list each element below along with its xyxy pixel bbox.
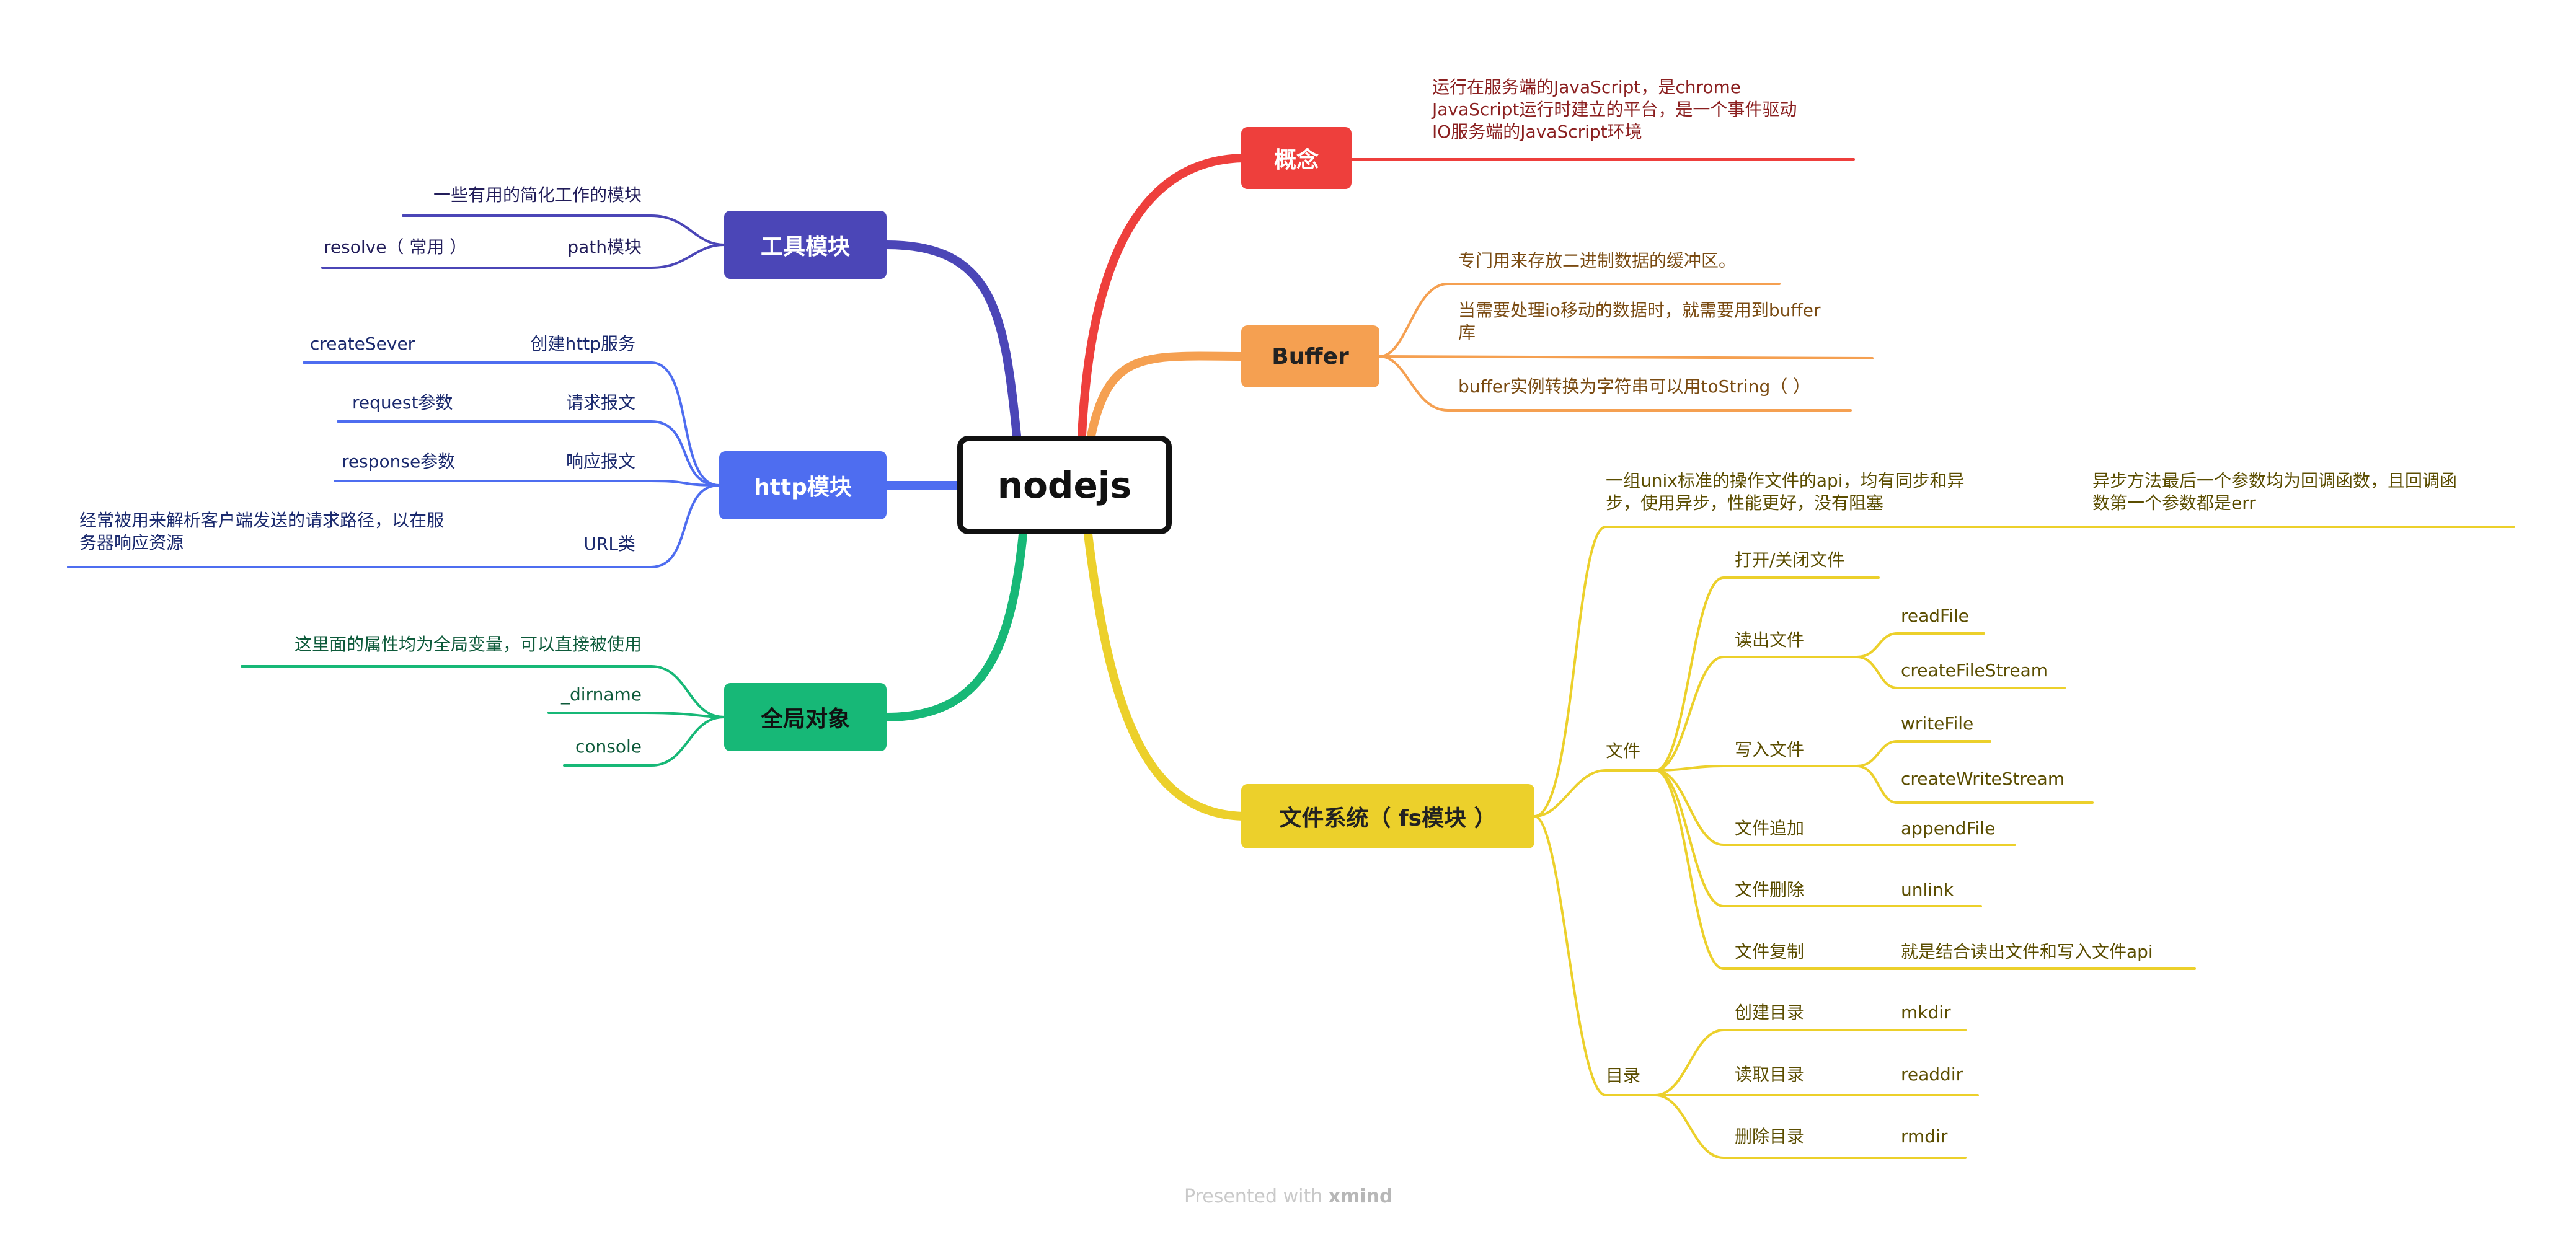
fs-file-item[interactable]: 写入文件 [1735, 739, 1805, 760]
http-item[interactable]: URL类 [583, 534, 635, 554]
http-item[interactable]: 创建http服务 [530, 333, 635, 354]
fs-file-leaf[interactable]: createFileStream [1901, 660, 2048, 681]
text-line: 经常被用来解析客户端发送的请求路径，以在服 [79, 510, 445, 531]
xmind-watermark: Presented with xmind [1184, 1186, 1393, 1207]
buffer-item: buffer实例转换为字符串可以用toString（ ） [1458, 376, 1810, 398]
buffer-item: 专门用来存放二进制数据的缓冲区。 [1458, 250, 1736, 272]
branch-node-buffer[interactable]: Buffer [1241, 325, 1379, 387]
trunk-fs [1084, 530, 1250, 821]
branch-node-fs[interactable]: 文件系统（ fs模块 ） [1241, 784, 1534, 848]
global-item[interactable]: 这里面的属性均为全局变量，可以直接被使用 [294, 634, 642, 654]
text-line: 当需要处理io移动的数据时，就需要用到buffer [1458, 300, 1821, 320]
fs-note: 异步方法最后一个参数均为回调函数，且回调函 数第一个参数都是err [2092, 470, 2457, 514]
text-line: 异步方法最后一个参数均为回调函数，且回调函 [2092, 470, 2458, 491]
http-leaf[interactable]: createSever [310, 333, 415, 354]
fs-file-item[interactable]: 打开/关闭文件 [1735, 550, 1845, 570]
root-node[interactable]: nodejs [957, 436, 1172, 534]
branch-label: http模块 [754, 475, 852, 500]
fs-file-leaf[interactable]: unlink [1901, 879, 1954, 900]
text-line: 务器响应资源 [79, 532, 184, 553]
trunk-global [882, 530, 1027, 721]
branch-label: 概念 [1273, 148, 1319, 173]
text-line: 一组unix标准的操作文件的api，均有同步和异 [1606, 470, 1965, 491]
fs-file-leaf[interactable]: createWriteStream [1901, 769, 2065, 789]
http-item[interactable]: 请求报文 [565, 392, 635, 413]
branch-label: 工具模块 [760, 234, 850, 260]
fs-file-leaf[interactable]: 就是结合读出文件和写入文件api [1901, 941, 2153, 962]
fs-file-leaf[interactable]: readFile [1901, 606, 1969, 626]
fs-file-item[interactable]: 文件追加 [1735, 818, 1805, 839]
fs-dir-item[interactable]: 创建目录 [1735, 1002, 1805, 1023]
fs-file-leaf[interactable]: appendFile [1901, 818, 1996, 839]
fs-file-item[interactable]: 文件复制 [1735, 941, 1805, 962]
http-leaf[interactable]: response参数 [342, 451, 456, 472]
tools-description[interactable]: 一些有用的简化工作的模块 [433, 185, 642, 205]
fs-dir-item[interactable]: 读取目录 [1735, 1064, 1805, 1085]
fs-dir-leaf[interactable]: mkdir [1901, 1002, 1951, 1023]
fs-file-label[interactable]: 文件 [1606, 741, 1641, 761]
text-line: 数第一个参数都是err [2092, 493, 2256, 513]
text-line: IO服务端的JavaScript环境 [1432, 121, 1642, 142]
fs-file-item[interactable]: 文件删除 [1735, 879, 1805, 900]
text-line: buffer实例转换为字符串可以用toString（ ） [1458, 376, 1811, 397]
branch-node-tools[interactable]: 工具模块 [724, 211, 887, 279]
global-item[interactable]: console [575, 736, 642, 757]
text-line: 专门用来存放二进制数据的缓冲区。 [1458, 250, 1737, 271]
text-line: 步，使用异步，性能更好，没有阻塞 [1606, 493, 1884, 513]
branch-label: 全局对象 [760, 707, 850, 732]
text-line: 运行在服务端的JavaScript，是chrome [1432, 77, 1742, 97]
fs-file-leaf[interactable]: writeFile [1901, 713, 1974, 734]
fs-dir-leaf[interactable]: readdir [1901, 1064, 1963, 1085]
trunk-buffer [1087, 351, 1250, 440]
http-leaf-multiline[interactable]: 经常被用来解析客户端发送的请求路径，以在服 务器响应资源 [79, 509, 444, 554]
fs-file-item[interactable]: 读出文件 [1735, 630, 1805, 650]
tools-path-label[interactable]: path模块 [567, 237, 642, 257]
branch-node-http[interactable]: http模块 [719, 451, 887, 519]
fs-dir-leaf[interactable]: rmdir [1901, 1126, 1948, 1147]
trunk-concept [1078, 154, 1250, 440]
branch-label: 文件系统（ fs模块 ） [1279, 806, 1497, 831]
http-leaf[interactable]: request参数 [352, 392, 453, 413]
branch-label: Buffer [1272, 343, 1349, 369]
text-line: JavaScript运行时建立的平台，是一个事件驱动 [1432, 99, 1797, 120]
trunk-tools [882, 240, 1021, 440]
global-item[interactable]: _dirname [561, 684, 642, 705]
fs-dir-item[interactable]: 删除目录 [1735, 1126, 1805, 1147]
footer-brand: xmind [1328, 1186, 1393, 1207]
text-line: 库 [1458, 322, 1476, 343]
buffer-item: 当需要处理io移动的数据时，就需要用到buffer 库 [1458, 299, 1820, 344]
fs-dir-label[interactable]: 目录 [1606, 1065, 1641, 1086]
footer-prefix: Presented with [1184, 1186, 1329, 1207]
tools-path-leaf[interactable]: resolve（ 常用 ） [324, 237, 467, 257]
fs-intro: 一组unix标准的操作文件的api，均有同步和异 步，使用异步，性能更好，没有阻… [1606, 470, 1965, 514]
concept-description: 运行在服务端的JavaScript，是chrome JavaScript运行时建… [1432, 76, 1866, 143]
http-item[interactable]: 响应报文 [565, 451, 635, 472]
branch-node-global[interactable]: 全局对象 [724, 683, 887, 751]
branch-node-concept[interactable]: 概念 [1241, 127, 1352, 189]
